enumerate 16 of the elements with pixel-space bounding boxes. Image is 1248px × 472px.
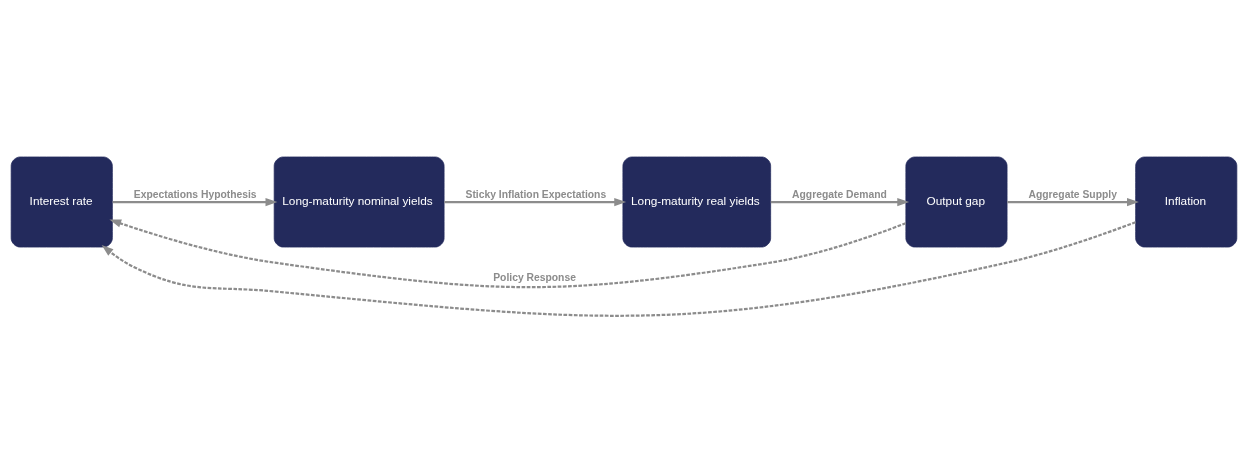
arrow bbox=[1007, 197, 1139, 206]
node-box: Output gap bbox=[905, 156, 1008, 247]
edge-label: Expectations Hypothesis bbox=[133, 188, 257, 200]
edge-label: Policy Response bbox=[493, 271, 576, 283]
node-box: Inflation bbox=[1135, 156, 1238, 247]
edge-label: Aggregate Demand bbox=[792, 188, 887, 200]
edge-label: Sticky Inflation Expectations bbox=[465, 188, 607, 200]
edge-label: Aggregate Supply bbox=[1028, 188, 1117, 200]
arrow bbox=[770, 197, 910, 206]
arrow bbox=[444, 197, 627, 206]
node-box: Long-maturity nominal yields bbox=[273, 156, 445, 247]
node-box: Long-maturity real yields bbox=[622, 156, 772, 247]
node-box: Interest rate bbox=[10, 156, 113, 247]
arrow bbox=[101, 220, 1136, 317]
arrow bbox=[109, 218, 907, 288]
arrow bbox=[112, 197, 278, 206]
